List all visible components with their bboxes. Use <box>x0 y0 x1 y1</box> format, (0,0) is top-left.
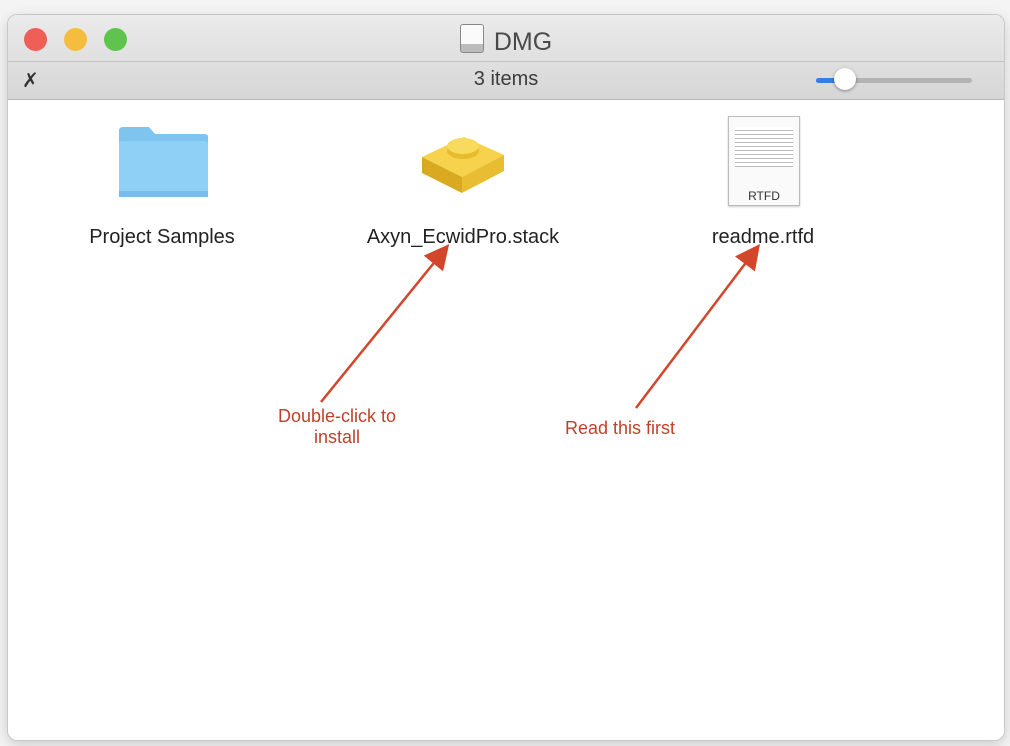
readme-annotation: Read this first <box>564 418 676 438</box>
slider-knob[interactable] <box>834 68 856 90</box>
zoom-button[interactable] <box>104 28 127 51</box>
install-annotation: Double-click to install <box>277 406 397 447</box>
title-bar: DMG ✗ 3 items <box>8 15 1004 100</box>
finder-window: DMG ✗ 3 items <box>8 15 1004 740</box>
file-name: readme.rtfd <box>711 226 815 248</box>
install-arrow <box>320 244 450 403</box>
tools-icon[interactable]: ✗ <box>22 70 39 92</box>
slider-fill <box>816 78 846 83</box>
file-name: Project Samples <box>89 226 235 248</box>
divider <box>8 61 1004 62</box>
readme-arrow <box>635 244 761 409</box>
close-button[interactable] <box>24 28 47 51</box>
rtfd-badge: RTFD <box>748 189 780 203</box>
window-title: DMG <box>8 24 1004 57</box>
document-lines <box>735 127 793 167</box>
title-text: DMG <box>493 28 553 56</box>
item-count: 3 items <box>473 68 539 90</box>
stack-icon[interactable] <box>418 125 508 200</box>
minimize-button[interactable] <box>64 28 87 51</box>
rtfd-document-icon[interactable]: RTFD <box>728 116 800 206</box>
file-name: Axyn_EcwidPro.stack <box>366 226 560 248</box>
disk-icon <box>459 24 484 53</box>
icon-size-slider[interactable] <box>816 68 972 90</box>
folder-icon[interactable] <box>117 125 210 200</box>
